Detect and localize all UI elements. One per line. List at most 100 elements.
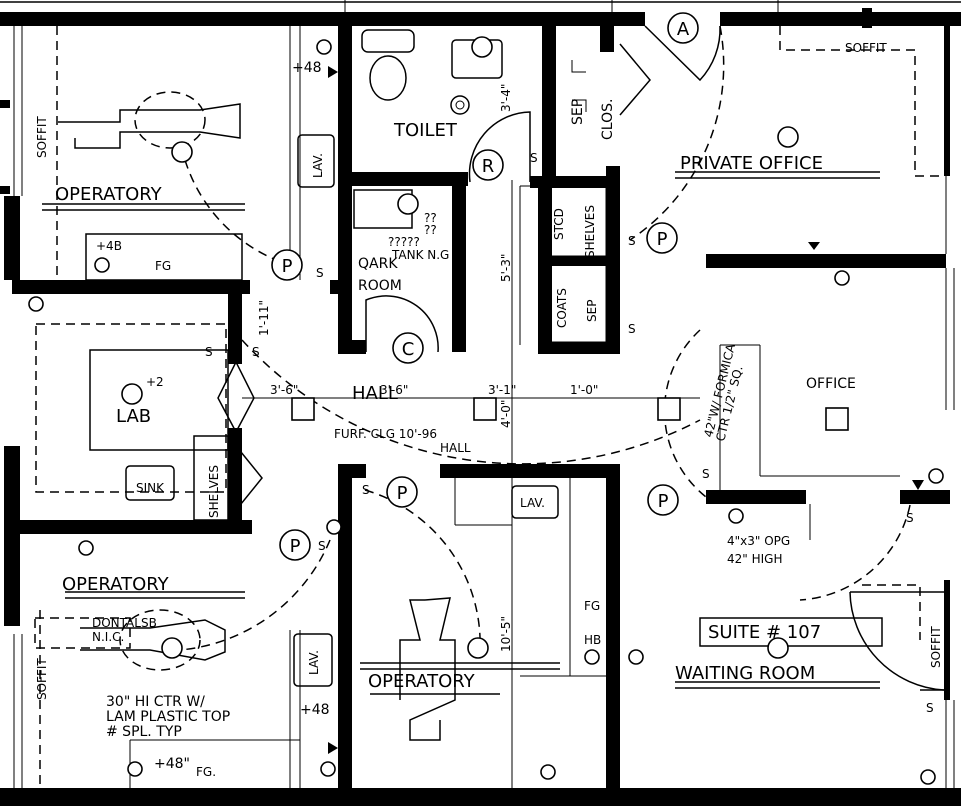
ceiling-note: FURF. CLG 10'-96 (334, 427, 437, 441)
tag-a: A (677, 19, 690, 40)
lav-left-box (293, 633, 333, 687)
room-lab: LAB (116, 406, 151, 427)
switch-icon: S (205, 345, 213, 359)
lav-label: LAV. (311, 153, 325, 178)
dimension-label: 5'-3" (499, 254, 513, 282)
switch-icon: S (628, 322, 636, 336)
dimension-label: 3'-1" (488, 383, 516, 397)
recessed-light-icon (473, 397, 497, 421)
stcd-label: STCD (552, 208, 566, 240)
fg-label: FG. (196, 765, 216, 779)
q-label: ?? (424, 223, 437, 237)
wall-op-center-top-b (440, 464, 620, 478)
room-operatory-center: OPERATORY (368, 671, 476, 692)
soffit-outlines (34, 26, 944, 788)
tank-q-label: ????? (388, 235, 420, 249)
room-hall-2: HALL (440, 441, 471, 455)
room-private-office: PRIVATE OFFICE (680, 153, 823, 174)
room-dark: QARK (358, 256, 398, 272)
wall-office-bottom-b (900, 490, 950, 504)
outlet-height: +48" (154, 756, 190, 772)
counter-note-1: 30" HI CTR W/ (106, 694, 205, 710)
coats-label: COATS (555, 288, 569, 328)
dimension-label: 3'-6" (270, 383, 298, 397)
sink-label: SINK (136, 481, 165, 495)
room-hall: HALL (352, 383, 398, 404)
light-icon (171, 141, 193, 163)
wall-closet-top (530, 176, 620, 188)
dimension-label: 3'-4" (499, 84, 513, 112)
counter-note-2: LAM PLASTIC TOP (106, 709, 230, 725)
wall-right-b (944, 580, 950, 700)
light-icon (161, 637, 183, 659)
switch-icon: S (628, 234, 636, 248)
room-toilet: TOILET (393, 120, 458, 141)
sep-label: SEP (585, 300, 599, 322)
fixtures (58, 29, 883, 741)
tag-p: P (397, 483, 408, 504)
switches: S S S S S S S S S S S (205, 151, 934, 715)
electrical-symbols (0, 8, 944, 785)
notes: SOFFIT SOFFIT SOFFIT SOFFIT LAV. LAV. LA… (35, 41, 943, 779)
switch-icon: S (362, 483, 370, 497)
wall-darkroom-right (452, 172, 466, 352)
wall-top-right (720, 12, 961, 26)
room-dark-2: ROOM (358, 278, 402, 294)
lav-label: LAV. (307, 650, 321, 675)
outlet-height: +4B (96, 239, 122, 253)
wall-lab-top (12, 280, 250, 294)
fg-label: FG (584, 599, 600, 613)
hb-label: HB (584, 633, 601, 647)
suite-sign (699, 617, 883, 647)
tag-p: P (658, 491, 669, 512)
dimension-label: 4'-0" (499, 400, 513, 428)
wall-closet-bottom (538, 342, 620, 354)
wall-toilet-bottom (338, 172, 468, 186)
wall-closet-mid (538, 256, 620, 266)
soffit-label: SOFFIT (35, 116, 49, 158)
shelves-label: SHELVES (583, 205, 597, 258)
nic-note: N.I.C. (92, 630, 124, 644)
light-icon (471, 36, 493, 58)
dimension-label: 1'-11" (257, 300, 271, 336)
room-operatory-top: OPERATORY (55, 184, 163, 205)
tag-p: P (282, 256, 293, 277)
dimension-label: 10'-5" (499, 616, 513, 652)
wall-private-bottom (706, 254, 946, 268)
soffit-label: SOFFIT (929, 626, 943, 668)
room-labels: OPERATORY TOILET PRIVATE OFFICE QARK ROO… (55, 120, 856, 692)
clos-label: CLOS. (600, 99, 616, 140)
switch-icon: S (318, 539, 326, 553)
shelves-label: SHELVES (207, 465, 221, 518)
tag-p: P (657, 229, 668, 250)
tags: A R C P P P P P (271, 12, 699, 561)
wall-darkroom-bottom (338, 340, 366, 354)
switch-icon: S (702, 467, 710, 481)
switch-icon: S (530, 151, 538, 165)
tank-label: TANK N.G (391, 248, 449, 262)
light-icon (777, 126, 799, 148)
outlet-height: +48 (300, 702, 330, 718)
q-label: ?? (424, 211, 437, 225)
switch-icon: S (316, 266, 324, 280)
outlet-height: +2 (146, 375, 164, 389)
room-operatory-left: OPERATORY (62, 574, 170, 595)
recessed-light-icon (657, 397, 681, 421)
outlet-height: +48 (292, 60, 322, 76)
fg-label: FG (155, 259, 171, 273)
switch-icon: S (906, 511, 914, 525)
toilet-bowl (369, 55, 407, 101)
tag-p: P (290, 536, 301, 557)
counter-note-3: # SPL. TYP (106, 724, 182, 740)
doors (179, 25, 945, 691)
wall-office-bottom (706, 490, 806, 504)
sink-box (125, 465, 175, 501)
light-icon (467, 637, 489, 659)
wall-lab-right-b (228, 428, 242, 520)
light-icon (121, 383, 143, 405)
wall-op-center-left (338, 464, 352, 788)
switch-icon: S (252, 345, 260, 359)
wall-toilet-left (338, 26, 352, 352)
wall-left-a (4, 196, 20, 280)
